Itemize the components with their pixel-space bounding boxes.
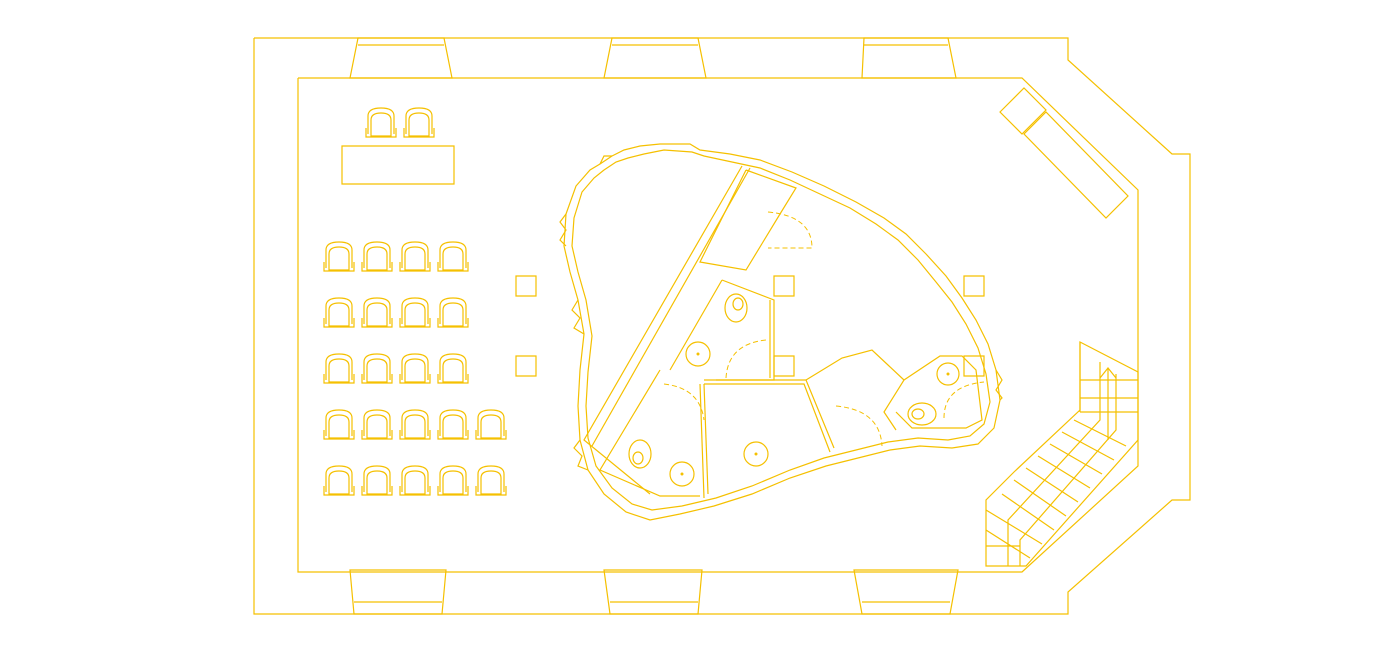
seat-chair bbox=[362, 298, 392, 327]
seat-chair bbox=[324, 354, 354, 383]
lounge-chair bbox=[404, 108, 434, 137]
seat-chair bbox=[400, 410, 430, 439]
seat-chair bbox=[362, 466, 392, 495]
door-swing bbox=[726, 340, 766, 378]
column bbox=[774, 276, 794, 296]
toilet bbox=[908, 403, 936, 425]
seat-chair bbox=[438, 242, 468, 271]
sink bbox=[744, 442, 768, 466]
sink bbox=[686, 342, 710, 366]
door-swing bbox=[768, 212, 812, 248]
seat-chair bbox=[324, 410, 354, 439]
seat-chair bbox=[438, 298, 468, 327]
columns bbox=[516, 276, 984, 376]
window-bottom-2 bbox=[604, 570, 702, 614]
seat-chair bbox=[324, 466, 354, 495]
seat-chair bbox=[438, 410, 468, 439]
up-arrow-icon bbox=[1100, 368, 1116, 440]
core-outline-inner bbox=[572, 150, 990, 510]
door-swing bbox=[944, 382, 984, 418]
seat-chair bbox=[400, 298, 430, 327]
toilet bbox=[629, 440, 651, 468]
column bbox=[964, 276, 984, 296]
seat-chair bbox=[476, 410, 506, 439]
column bbox=[516, 356, 536, 376]
column bbox=[516, 276, 536, 296]
seat-chair bbox=[400, 354, 430, 383]
seat-chair bbox=[400, 466, 430, 495]
seat-chair bbox=[362, 242, 392, 271]
seat-chair bbox=[324, 298, 354, 327]
wall-cabinet bbox=[1000, 88, 1128, 218]
seat-chair bbox=[476, 466, 506, 495]
column bbox=[774, 356, 794, 376]
sink bbox=[670, 462, 694, 486]
central-core bbox=[560, 144, 1002, 520]
inner-wall bbox=[298, 78, 1138, 572]
window-top-1 bbox=[350, 38, 452, 78]
seat-chair bbox=[438, 466, 468, 495]
sink bbox=[937, 363, 959, 385]
outer-wall bbox=[254, 38, 1190, 614]
door-swing bbox=[836, 406, 882, 446]
window-top-2 bbox=[604, 38, 706, 78]
seating-area bbox=[324, 242, 506, 495]
door-swing bbox=[664, 384, 704, 420]
window-bottom-3 bbox=[854, 570, 958, 614]
lounge-chair bbox=[366, 108, 396, 137]
core-outline-outer bbox=[564, 144, 1000, 520]
seat-chair bbox=[362, 410, 392, 439]
reception-desk bbox=[342, 146, 454, 184]
exterior-walls bbox=[254, 38, 1190, 614]
seat-chair bbox=[324, 242, 354, 271]
seat-chair bbox=[438, 354, 468, 383]
window-bottom-1 bbox=[350, 570, 446, 614]
core-wall-diagonal bbox=[584, 166, 742, 494]
seat-chair bbox=[362, 354, 392, 383]
window-top-3 bbox=[862, 38, 956, 78]
lounge-chairs bbox=[366, 108, 434, 137]
toilet bbox=[725, 294, 747, 322]
staircase bbox=[986, 342, 1138, 566]
seat-chair bbox=[400, 242, 430, 271]
